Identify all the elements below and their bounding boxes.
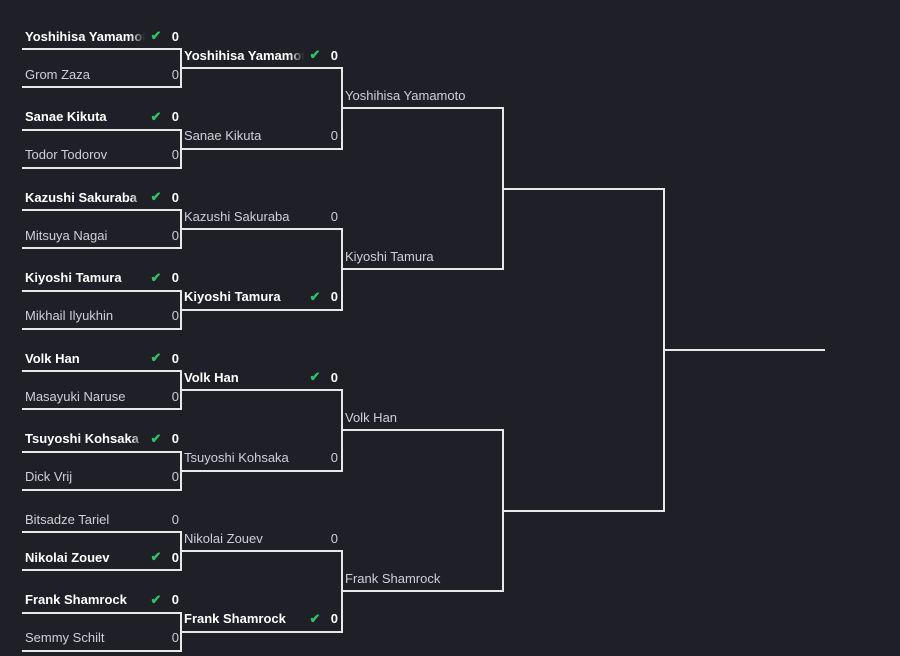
check-icon: ✔ — [150, 108, 162, 124]
score: 0 — [171, 431, 179, 446]
participant-entry[interactable]: Bitsadze Tariel 0 — [25, 510, 179, 528]
participant-entry[interactable]: Kazushi Sakuraba ✔ 0 — [25, 188, 179, 206]
participant-name: Kazushi Sakuraba — [25, 189, 137, 205]
participant-entry[interactable]: Masayuki Naruse 0 — [25, 387, 179, 405]
participant-name: Tsuyoshi Kohsaka — [184, 450, 289, 465]
score: 0 — [171, 109, 179, 124]
score: 0 — [171, 388, 179, 404]
participant-entry[interactable]: Nikolai Zouev ✔ 0 — [25, 548, 179, 566]
score: 0 — [171, 28, 179, 44]
participant-name: Frank Shamrock — [345, 570, 441, 586]
participant-entry[interactable]: Tsuyoshi Kohsaka ✔ 0 — [25, 430, 179, 448]
score: 0 — [330, 208, 338, 224]
score: 0 — [171, 270, 179, 285]
participant-entry[interactable]: Yoshihisa Yamamoto ✔ 0 — [25, 27, 179, 45]
participant-name: Kiyoshi Tamura — [345, 248, 434, 264]
participant-entry[interactable]: Frank Shamrock ✔ 0 — [25, 591, 179, 609]
participant-name: Frank Shamrock — [184, 611, 286, 626]
participant-entry[interactable]: Sanae Kikuta 0 — [184, 127, 338, 145]
participant-name: Todor Todorov — [25, 147, 108, 162]
score: 0 — [171, 630, 179, 645]
check-icon: ✔ — [150, 591, 162, 607]
score: 0 — [171, 350, 179, 366]
score: 0 — [330, 530, 338, 546]
participant-entry[interactable]: Nikolai Zouev 0 — [184, 529, 338, 547]
participant-entry[interactable]: Frank Shamrock — [345, 569, 495, 587]
score: 0 — [330, 128, 338, 143]
score: 0 — [171, 189, 179, 205]
participant-name: Kazushi Sakuraba — [184, 208, 290, 224]
score: 0 — [171, 147, 179, 162]
check-icon: ✔ — [309, 47, 321, 62]
participant-name: Volk Han — [345, 409, 398, 425]
check-icon: ✔ — [150, 549, 162, 564]
participant-entry[interactable]: Yoshihisa Yamamoto — [345, 86, 495, 104]
score: 0 — [171, 227, 179, 243]
match-r4-1 — [503, 187, 665, 512]
participant-entry[interactable]: Sanae Kikuta ✔ 0 — [25, 108, 179, 126]
score: 0 — [171, 469, 179, 484]
check-icon: ✔ — [309, 288, 321, 304]
participant-name: Nikolai Zouev — [25, 549, 110, 565]
participant-name: Nikolai Zouev — [184, 530, 263, 546]
score: 0 — [171, 66, 179, 82]
participant-name: Mikhail Ilyukhin — [25, 308, 114, 323]
participant-entry[interactable]: Mitsuya Nagai 0 — [25, 226, 179, 244]
participant-entry[interactable]: Volk Han — [345, 408, 495, 426]
participant-entry[interactable]: Semmy Schilt 0 — [25, 629, 179, 647]
check-icon: ✔ — [150, 28, 162, 43]
participant-name: Kiyoshi Tamura — [184, 289, 281, 304]
match-r3-2 — [342, 429, 504, 593]
participant-entry[interactable]: Volk Han ✔ 0 — [25, 349, 179, 367]
participant-name: Volk Han — [25, 350, 80, 366]
participant-name: Volk Han — [184, 369, 239, 385]
participant-entry[interactable]: Kiyoshi Tamura ✔ 0 — [184, 288, 338, 306]
match-r3-1 — [342, 107, 504, 271]
check-icon: ✔ — [150, 269, 162, 285]
participant-name: Bitsadze Tariel — [25, 511, 110, 527]
participant-name: Yoshihisa Yamamoto — [345, 87, 466, 103]
participant-entry[interactable]: Frank Shamrock ✔ 0 — [184, 610, 338, 628]
participant-entry[interactable]: Kiyoshi Tamura ✔ 0 — [25, 269, 179, 287]
participant-name: Sanae Kikuta — [25, 109, 107, 124]
participant-name: Frank Shamrock — [25, 592, 127, 607]
participant-entry[interactable]: Kiyoshi Tamura — [345, 247, 495, 265]
participant-entry[interactable]: Dick Vrij 0 — [25, 468, 179, 486]
final-winner-line — [664, 348, 825, 351]
participant-name: Sanae Kikuta — [184, 128, 262, 143]
participant-entry[interactable]: Todor Todorov 0 — [25, 146, 179, 164]
check-icon: ✔ — [309, 369, 321, 384]
score: 0 — [171, 592, 179, 607]
score: 0 — [330, 289, 338, 304]
participant-name: Masayuki Naruse — [25, 388, 126, 404]
participant-entry[interactable]: Yoshihisa Yamamoto ✔ 0 — [184, 46, 338, 64]
score: 0 — [171, 549, 179, 565]
participant-entry[interactable]: Kazushi Sakuraba 0 — [184, 207, 338, 225]
check-icon: ✔ — [150, 430, 162, 446]
score: 0 — [330, 450, 338, 465]
participant-name: Grom Zaza — [25, 66, 91, 82]
score: 0 — [330, 611, 338, 626]
score: 0 — [330, 369, 338, 385]
score: 0 — [330, 47, 338, 63]
participant-entry[interactable]: Grom Zaza 0 — [25, 65, 179, 83]
score: 0 — [171, 511, 179, 527]
participant-entry[interactable]: Volk Han ✔ 0 — [184, 368, 338, 386]
check-icon: ✔ — [150, 189, 162, 204]
check-icon: ✔ — [150, 350, 162, 365]
participant-name: Semmy Schilt — [25, 630, 105, 645]
participant-name: Yoshihisa Yamamoto — [184, 47, 304, 63]
participant-name: Tsuyoshi Kohsaka — [25, 431, 139, 446]
score: 0 — [171, 308, 179, 323]
participant-entry[interactable]: Mikhail Ilyukhin 0 — [25, 307, 179, 325]
participant-name: Mitsuya Nagai — [25, 227, 108, 243]
participant-entry[interactable]: Tsuyoshi Kohsaka 0 — [184, 449, 338, 467]
participant-name: Kiyoshi Tamura — [25, 270, 122, 285]
participant-name: Dick Vrij — [25, 469, 73, 484]
participant-name: Yoshihisa Yamamoto — [25, 28, 145, 44]
check-icon: ✔ — [309, 610, 321, 626]
